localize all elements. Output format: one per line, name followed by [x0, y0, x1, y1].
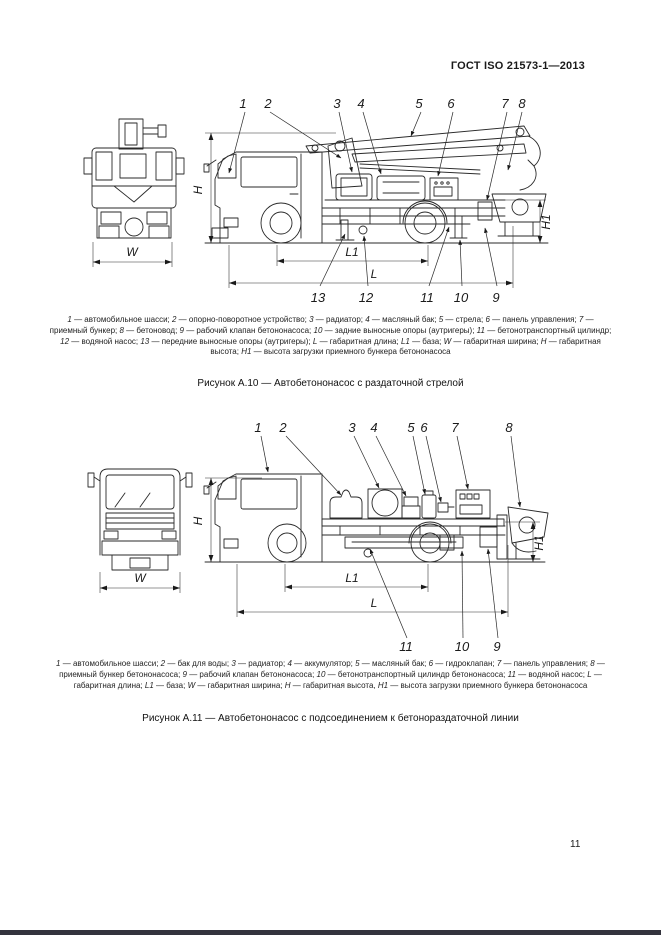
figure-a10-caption: Рисунок А.10 — Автобетононасос с раздато…: [197, 378, 464, 389]
dim-label-length: L: [371, 267, 378, 281]
callout-7: 7: [451, 420, 459, 435]
dim-label-width: W: [134, 571, 147, 585]
dim-label-height1: H1: [539, 214, 553, 229]
figure-a10-drawing: 1 2 3 4 5 6 7 8 13 12 11 10 9 H H1 L1 L …: [83, 96, 553, 305]
truck-side-view-art: [203, 473, 549, 563]
callout-12: 12: [359, 290, 374, 305]
callout-4: 4: [357, 96, 364, 111]
callout-leader-lines: [260, 435, 522, 639]
dim-label-base: L1: [345, 571, 358, 585]
callout-5: 5: [415, 96, 423, 111]
callout-9: 9: [493, 639, 500, 654]
callout-10: 10: [455, 639, 470, 654]
page-bottom-edge: [0, 930, 661, 935]
callout-7: 7: [501, 96, 509, 111]
callout-1: 1: [254, 420, 261, 435]
truck-front-view-art: [87, 468, 193, 571]
dimension-labels: H H1 L1 L W: [126, 185, 553, 281]
document-header-title: ГОСТ ISO 21573-1—2013: [450, 60, 585, 72]
figure-a11-legend: 1 — автомобильное шасси; 2 — бак для вод…: [56, 659, 605, 690]
callout-10: 10: [454, 290, 469, 305]
callout-2: 2: [263, 96, 272, 111]
dimension-lines: [92, 132, 546, 288]
callout-6: 6: [447, 96, 455, 111]
callout-5: 5: [407, 420, 415, 435]
page-number: 11: [570, 839, 581, 850]
figure-a10-legend: 1 — автомобильное шасси; 2 — опорно-пово…: [49, 315, 612, 357]
dim-label-height: H: [191, 516, 205, 525]
callout-2: 2: [278, 420, 287, 435]
dimension-lines: [99, 477, 540, 617]
truck-rear-view-art: [83, 118, 185, 239]
callout-8: 8: [518, 96, 526, 111]
callout-1: 1: [239, 96, 246, 111]
callout-3: 3: [348, 420, 356, 435]
callout-11: 11: [399, 639, 413, 654]
dim-label-length: L: [371, 596, 378, 610]
dim-label-height1: H1: [532, 535, 546, 550]
dim-label-width: W: [126, 245, 139, 259]
figure-a11-caption: Рисунок А.11 — Автобетононасос с подсоед…: [142, 713, 519, 724]
callout-4: 4: [370, 420, 377, 435]
callout-labels: 1 2 3 4 5 6 7 8 13 12 11 10 9: [239, 96, 526, 305]
callout-labels: 1 2 3 4 5 6 7 8 11 10 9: [254, 420, 513, 654]
dim-label-height: H: [191, 185, 205, 194]
dimension-labels: H H1 L1 L W: [134, 516, 546, 610]
figure-a11-drawing: 1 2 3 4 5 6 7 8 11 10 9 H H1 L1 L W: [87, 420, 549, 654]
callout-8: 8: [505, 420, 513, 435]
callout-11: 11: [420, 290, 434, 305]
callout-leader-lines: [228, 111, 523, 287]
callout-9: 9: [492, 290, 499, 305]
callout-6: 6: [420, 420, 428, 435]
callout-3: 3: [333, 96, 341, 111]
dim-label-base: L1: [345, 245, 358, 259]
truck-side-view-art: [203, 125, 549, 244]
callout-13: 13: [311, 290, 326, 305]
